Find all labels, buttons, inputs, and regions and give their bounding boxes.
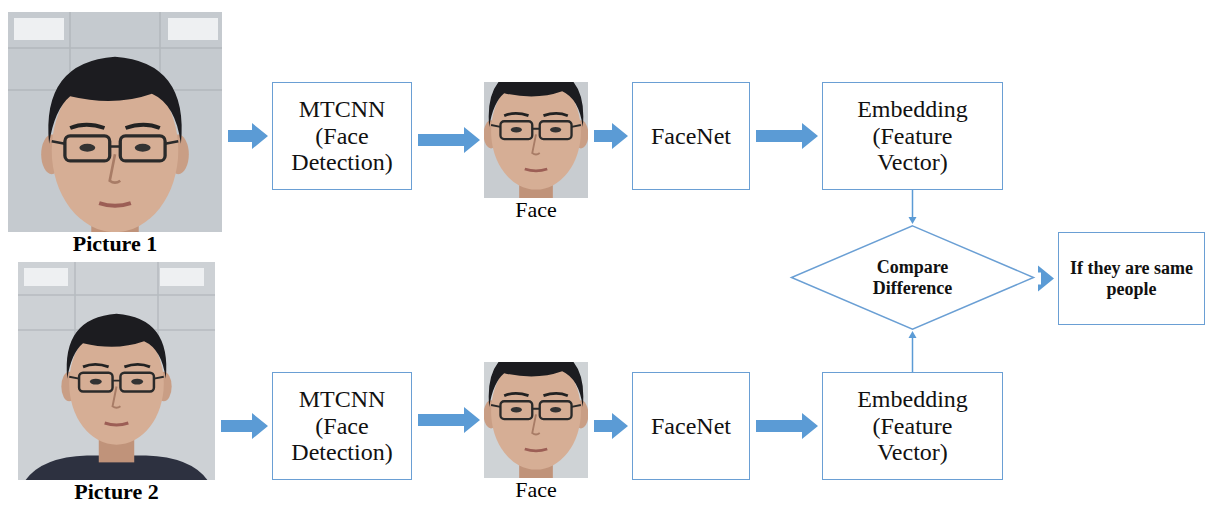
photo-background [442,313,629,509]
process-box: Embedding (Feature Vector) [822,82,1003,190]
person [442,65,629,239]
flow-arrow [418,407,480,433]
person [18,314,215,480]
decision-diamond: Compare Difference [790,225,1035,330]
box-text: FaceNet [651,413,731,440]
flow-arrow [594,123,628,149]
decision-text: Compare Difference [855,257,970,297]
photo-frame: Face [484,362,588,478]
ceiling-light [14,18,64,40]
process-box: MTCNN (Face Detection) [272,372,412,480]
box-text: If they are same people [1068,258,1196,298]
flow-arrow [756,413,818,439]
photo-frame: Picture 2 [18,262,215,480]
flow-arrow [756,123,818,149]
box-text: FaceNet [651,123,731,150]
box-text: Embedding (Feature Vector) [843,96,983,177]
ceiling-light [168,18,218,40]
flow-arrow [221,413,268,439]
process-box: MTCNN (Face Detection) [272,82,412,190]
photo-frame: Face [484,82,588,198]
process-box: FaceNet [632,82,750,190]
process-box: Embedding (Feature Vector) [822,372,1003,480]
flow-arrow [1038,266,1054,292]
face-crop-2 [442,313,629,509]
flow-arrow [594,413,628,439]
arrow-head [909,331,917,338]
person [8,57,222,232]
photo-frame: Picture 1 [8,12,222,232]
diamond-shape [791,226,1033,329]
flow-arrow [418,127,480,153]
ceiling-light [24,268,68,286]
picture-label: Picture 1 [0,232,242,255]
box-text: MTCNN (Face Detection) [280,386,404,467]
box-text: MTCNN (Face Detection) [280,96,404,177]
arrow-head [909,217,917,224]
thin-arrow [909,190,917,224]
picture-label: Picture 2 [0,480,235,503]
arrow-line [912,337,914,372]
arrow-line [912,190,914,218]
flow-arrow [228,123,268,149]
process-box: FaceNet [632,372,750,480]
ceiling-light [160,268,204,286]
thin-arrow [909,331,917,372]
picture-label: Face [464,198,608,221]
picture-label: Face [464,478,608,501]
photo-1 [8,12,222,232]
photo-2 [18,262,215,480]
result-box: If they are same people [1058,232,1205,325]
box-text: Embedding (Feature Vector) [843,386,983,467]
